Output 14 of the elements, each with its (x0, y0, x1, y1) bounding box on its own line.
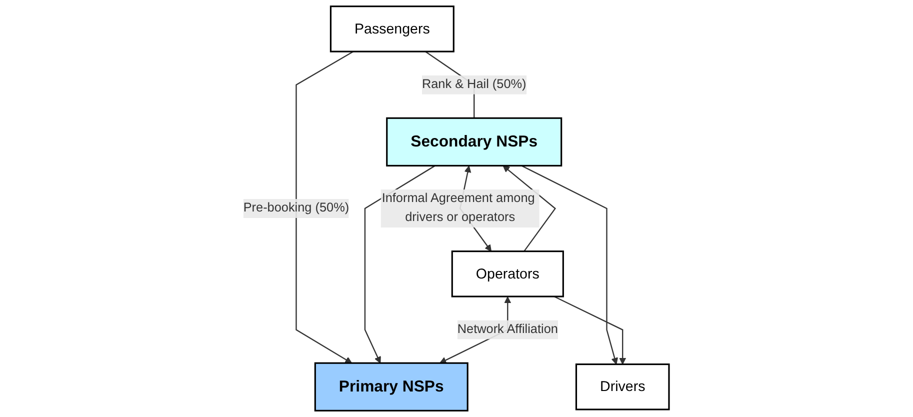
edge-label: Informal Agreement among drivers or operators (382, 192, 536, 224)
edge-label: Network Affiliation (458, 322, 558, 336)
node-box: Primary NSPs (314, 362, 469, 412)
node-box: Drivers (576, 363, 670, 410)
arrow (503, 165, 556, 252)
edge-label: Pre-booking (50%) (244, 201, 350, 215)
node-box: Passengers (330, 6, 455, 52)
node-box: Operators (452, 250, 564, 298)
arrow (364, 165, 436, 364)
arrow (554, 296, 626, 365)
arrow (296, 51, 354, 364)
arrow (522, 165, 618, 365)
node-box: Secondary NSPs (386, 117, 562, 166)
edge-label: Rank & Hail (50%) (422, 78, 527, 92)
